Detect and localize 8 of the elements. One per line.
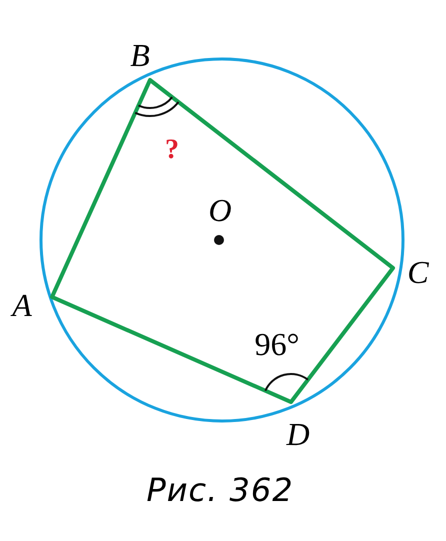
center-label: O — [208, 194, 232, 226]
vertex-label: D — [286, 418, 310, 450]
angle-value: 96° — [254, 328, 300, 360]
vertex-label: A — [12, 289, 32, 321]
vertex-label: B — [130, 39, 150, 71]
figure-caption: Рис. 362 — [146, 471, 294, 509]
unknown-angle-mark: ? — [165, 134, 179, 166]
vertex-label: C — [407, 256, 429, 288]
